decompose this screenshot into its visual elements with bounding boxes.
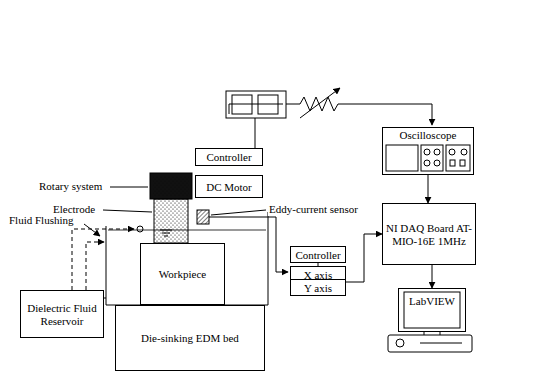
leader-line: [110, 187, 148, 188]
node-text: NI DAQ Board AT-MIO-16E 1MHz: [383, 222, 475, 247]
part-label: Rotary system: [38, 180, 103, 193]
rotary-block: [150, 173, 192, 199]
electrode: [154, 199, 188, 243]
power-supply: [226, 91, 286, 148]
node-text: Controller: [295, 249, 340, 262]
connector: [346, 234, 382, 282]
node-text: DC Motor: [206, 181, 252, 194]
node-text: LabVIEW: [409, 295, 455, 308]
axis-box: Y axis: [290, 279, 346, 296]
oscilloscope-panel: [386, 145, 470, 171]
leader-line: [103, 210, 152, 212]
motor-box: DC Motor: [195, 175, 263, 198]
part-label: Eddy-current sensor: [268, 203, 359, 216]
node-text: Controller: [206, 151, 251, 164]
connector: [432, 265, 433, 288]
node-text: Dielectric Fluid Reservoir: [21, 302, 103, 327]
oscilloscope-box: Oscilloscope: [382, 127, 474, 175]
workpiece-block: Workpiece: [140, 243, 225, 305]
machine-bed: Die-sinking EDM bed: [115, 305, 265, 371]
flushing-leader: [84, 224, 100, 236]
connector: [428, 175, 429, 203]
flushing-pipes: [72, 229, 134, 290]
monitor: LabVIEW: [398, 288, 466, 332]
part-label: Fluid Flushing: [8, 214, 75, 227]
node-text: Workpiece: [159, 268, 206, 281]
variable-resistor: [286, 88, 432, 125]
node-text: Die-sinking EDM bed: [141, 332, 239, 345]
node-text: Y axis: [304, 282, 332, 295]
computer: [388, 292, 472, 352]
leader-line: [211, 210, 266, 215]
work-tank: [106, 212, 268, 305]
controller-box: Controller: [290, 246, 346, 263]
eddy-sensor: [197, 210, 209, 224]
reservoir-box: Dielectric Fluid Reservoir: [20, 290, 104, 338]
node-text: Oscilloscope: [400, 129, 457, 142]
daq-board: NI DAQ Board AT-MIO-16E 1MHz: [382, 203, 476, 265]
controller-box: Controller: [195, 148, 263, 166]
